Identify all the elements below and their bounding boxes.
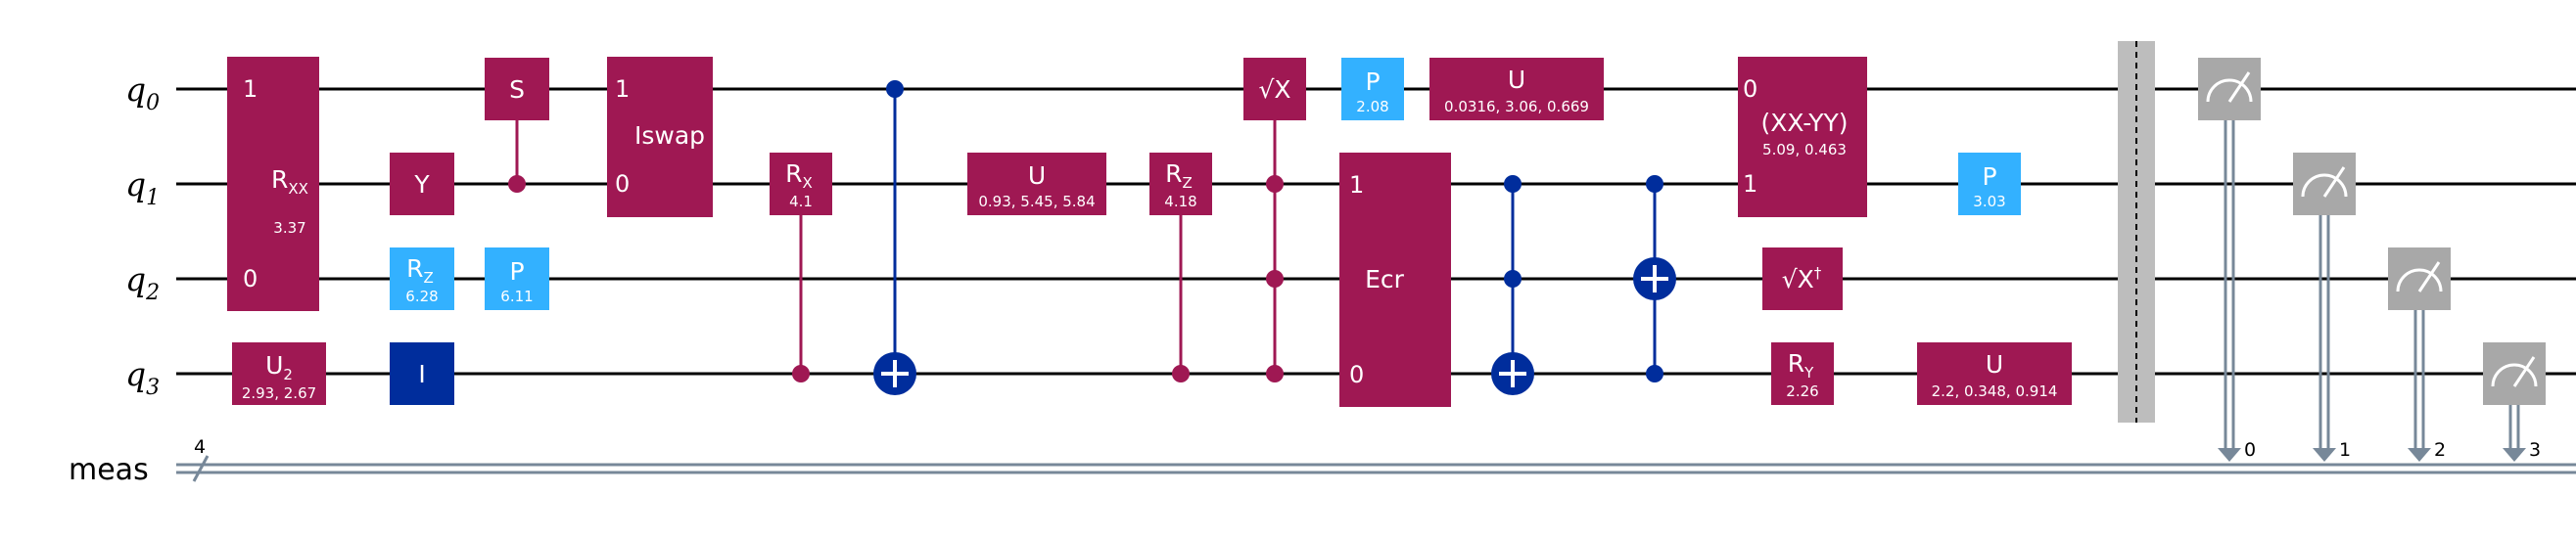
measure-q2[interactable]: 2 xyxy=(2388,247,2451,462)
u-c-label: U xyxy=(1986,350,2003,379)
u-a-param: 0.93, 5.45, 5.84 xyxy=(978,193,1095,210)
rx-param: 4.1 xyxy=(789,193,813,210)
classical-bundle-width: 4 xyxy=(194,436,206,458)
ecr-label: Ecr xyxy=(1365,265,1405,293)
u2-label: U2 xyxy=(265,351,293,383)
id-label: I xyxy=(418,360,425,388)
cx-a-control-dot xyxy=(886,80,904,98)
u2-param: 2.93, 2.67 xyxy=(242,384,316,402)
p-b-param: 2.08 xyxy=(1356,98,1388,115)
rxx-label: RXX xyxy=(271,165,308,198)
u2-gate[interactable]: U2 2.93, 2.67 xyxy=(232,342,326,405)
rxx-param: 3.37 xyxy=(273,219,305,237)
id-gate[interactable]: I xyxy=(390,342,454,405)
crx-control-dot xyxy=(792,365,810,382)
qubit-label-q0: q0 xyxy=(125,70,160,115)
sxdg-label: √X† xyxy=(1782,264,1822,293)
measure-q3[interactable]: 3 xyxy=(2483,342,2546,462)
ecr-gate[interactable]: 1 0 Ecr xyxy=(1339,153,1451,407)
rz-a-param: 6.28 xyxy=(405,288,438,305)
u-c-param: 2.2, 0.348, 0.914 xyxy=(1932,382,2058,400)
rxx-pin-top: 1 xyxy=(243,75,258,103)
xxmyy-pin-top: 0 xyxy=(1743,75,1757,103)
p-a-label: P xyxy=(509,257,524,286)
ry-param: 2.26 xyxy=(1786,382,1818,400)
p-gate-b[interactable]: P 2.08 xyxy=(1341,58,1404,120)
u-a-label: U xyxy=(1028,161,1046,190)
crz-control-dot xyxy=(1172,365,1190,382)
mcsx-control-dot-q3 xyxy=(1266,365,1284,382)
measure-q3-bit: 3 xyxy=(2529,439,2541,461)
ecr-pin-bottom: 0 xyxy=(1349,361,1364,388)
rxx-gate[interactable]: 1 0 RXX 3.37 xyxy=(227,57,319,311)
mcsx-control-dot-q1 xyxy=(1266,175,1284,193)
sx-gate[interactable]: √X xyxy=(1243,58,1306,120)
u-gate-b[interactable]: U 0.0316, 3.06, 0.669 xyxy=(1429,58,1604,120)
measure-q1[interactable]: 1 xyxy=(2293,153,2356,462)
rz-b-param: 4.18 xyxy=(1164,193,1196,210)
ccx-control-dot-q2 xyxy=(1504,270,1522,288)
rxx-pin-bottom: 0 xyxy=(243,265,258,292)
xxmyy-gate[interactable]: 0 1 (XX-YY) 5.09, 0.463 xyxy=(1738,57,1867,217)
measure-q0-bit: 0 xyxy=(2244,439,2256,461)
classical-bundle-slash xyxy=(192,455,210,482)
rz-gate-a[interactable]: RZ 6.28 xyxy=(390,247,454,310)
p-c-label: P xyxy=(1982,162,1996,191)
cx-b-control-dot-q3 xyxy=(1646,365,1663,382)
p-c-param: 3.03 xyxy=(1973,193,2005,210)
s-gate[interactable]: S xyxy=(485,58,549,120)
connectors xyxy=(515,89,1657,374)
s-label: S xyxy=(509,75,525,104)
u-b-label: U xyxy=(1508,66,1525,94)
qubit-label-q2: q2 xyxy=(125,260,160,305)
u-gate-a[interactable]: U 0.93, 5.45, 5.84 xyxy=(967,153,1106,215)
sxdg-gate[interactable]: √X† xyxy=(1762,247,1843,310)
rz-b-label: RZ xyxy=(1165,159,1193,192)
rz-gate-b[interactable]: RZ 4.18 xyxy=(1149,153,1212,215)
cx-b-control-dot-q1 xyxy=(1646,175,1663,193)
ecr-pin-top: 1 xyxy=(1349,171,1364,199)
u-gate-c[interactable]: U 2.2, 0.348, 0.914 xyxy=(1917,342,2072,405)
p-gate-a[interactable]: P 6.11 xyxy=(485,247,549,310)
y-gate[interactable]: Y xyxy=(390,153,454,215)
measure-q0[interactable]: 0 xyxy=(2198,58,2261,462)
xxmyy-param: 5.09, 0.463 xyxy=(1762,141,1847,158)
measure-q1-bit: 1 xyxy=(2339,439,2351,461)
sx-label: √X xyxy=(1258,75,1290,104)
iswap-gate[interactable]: 1 0 Iswap xyxy=(607,57,713,217)
qubit-label-q1: q1 xyxy=(125,165,160,210)
y-label: Y xyxy=(413,170,430,199)
xxmyy-pin-bottom: 1 xyxy=(1743,170,1757,198)
iswap-pin-top: 1 xyxy=(615,75,630,103)
xxmyy-label: (XX-YY) xyxy=(1760,109,1848,137)
cx-b-target xyxy=(1633,257,1676,300)
mcsx-control-dot-q2 xyxy=(1266,270,1284,288)
rx-gate[interactable]: RX 4.1 xyxy=(770,153,832,215)
ccx-target xyxy=(1491,352,1534,395)
cs-control-dot xyxy=(508,175,526,193)
u-b-param: 0.0316, 3.06, 0.669 xyxy=(1444,98,1589,115)
qubit-label-q3: q3 xyxy=(125,355,160,400)
classical-register-label: meas xyxy=(69,453,149,487)
rz-a-label: RZ xyxy=(406,254,434,287)
ry-label: RY xyxy=(1788,349,1814,382)
barrier xyxy=(2118,41,2155,423)
p-b-label: P xyxy=(1365,67,1380,96)
iswap-pin-bottom: 0 xyxy=(615,170,630,198)
ccx-control-dot-q1 xyxy=(1504,175,1522,193)
p-a-param: 6.11 xyxy=(500,288,533,305)
ry-gate[interactable]: RY 2.26 xyxy=(1771,342,1834,405)
iswap-label: Iswap xyxy=(634,121,705,150)
p-gate-c[interactable]: P 3.03 xyxy=(1958,153,2021,215)
cx-a-target xyxy=(873,352,916,395)
rx-label: RX xyxy=(785,159,813,192)
measure-q2-bit: 2 xyxy=(2434,439,2446,461)
register-labels: q0 q1 q2 q3 meas xyxy=(69,70,160,487)
